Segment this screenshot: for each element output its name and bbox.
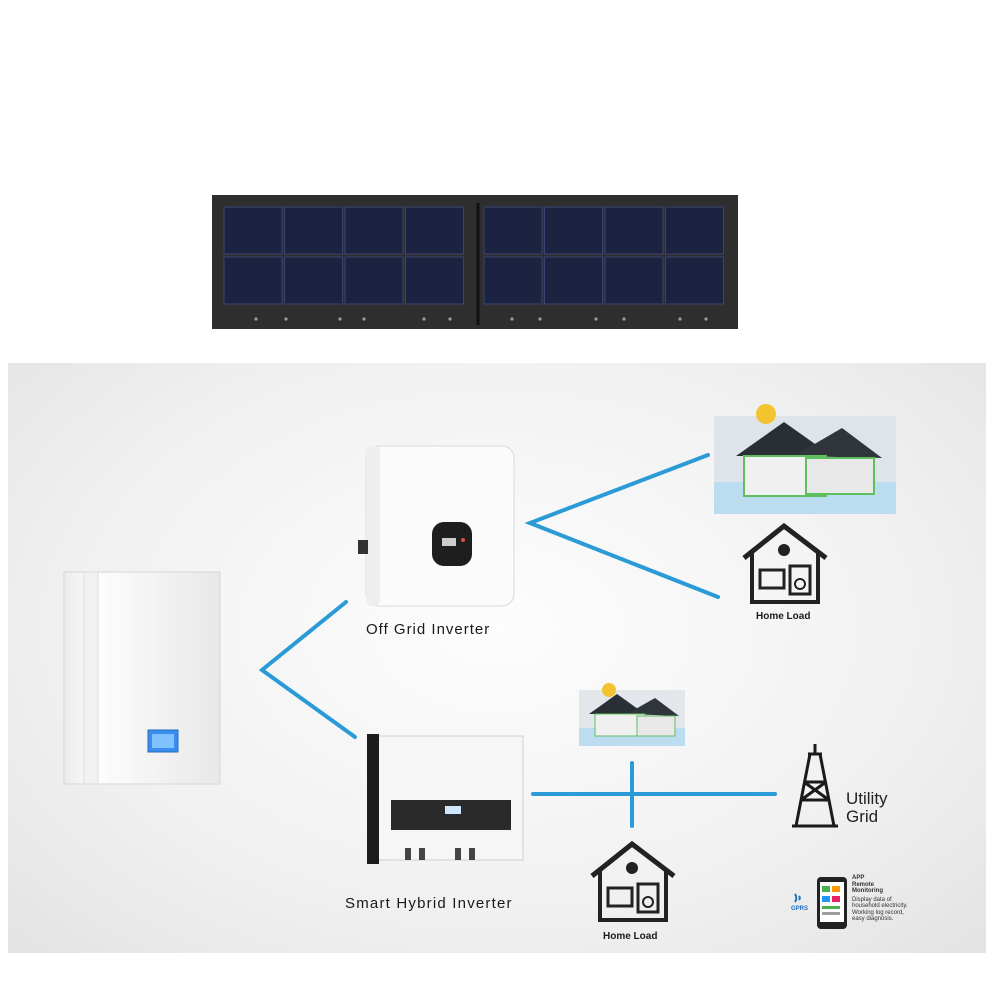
app-title-line2: Remote [852, 881, 875, 888]
off-grid-inverter-icon [358, 445, 515, 607]
battery-icon [63, 571, 221, 785]
panel-mount-dot [594, 317, 598, 321]
solar-cell [483, 256, 543, 305]
utility-label-line1: Utility [846, 789, 888, 808]
solar-cell [405, 256, 464, 305]
panel-mount-dot [622, 317, 626, 321]
solar-cell [223, 256, 283, 305]
panel-mount-dot [254, 317, 258, 321]
off-grid-inverter-label: Off Grid Inverter [366, 621, 491, 638]
app-title-line1: APP [852, 875, 865, 881]
home-load-label-bottom: Home Load [603, 931, 658, 942]
hybrid-inverter-icon [367, 734, 524, 864]
offgrid-to-loads-line [524, 453, 720, 599]
panel-mount-dot [284, 317, 288, 321]
battery-to-inverters-line [258, 600, 357, 739]
solar-cell [483, 206, 543, 255]
panel-mount-dot [448, 317, 452, 321]
home-load-label-top: Home Load [756, 611, 811, 622]
panel-mount-dot [704, 317, 708, 321]
home-load-icon [742, 522, 828, 604]
app-title-line3: Monitoring [852, 888, 883, 894]
solar-cell [665, 256, 724, 305]
smart-hybrid-inverter-label: Smart Hybrid Inverter [345, 895, 513, 912]
solar-cell [544, 206, 603, 255]
utility-label-line2: Grid [846, 807, 879, 826]
gprs-label: GPRS [791, 906, 809, 912]
panel-mount-dot [538, 317, 542, 321]
panel-mount-dot [510, 317, 514, 321]
sun-icon [756, 404, 776, 424]
wifi-icon [794, 893, 801, 903]
solar-cell [544, 256, 603, 305]
solar-cell [344, 256, 404, 305]
sun-icon [602, 683, 616, 697]
app-title: APP Remote Monitoring [852, 875, 912, 895]
solar-cell [284, 256, 343, 305]
panel-mount-dot [338, 317, 342, 321]
solar-cell [344, 206, 404, 255]
solar-cell [604, 206, 664, 255]
transmission-tower-icon [792, 744, 838, 828]
panel-mount-dot [422, 317, 426, 321]
panel-mount-dot [678, 317, 682, 321]
house-icon-small [579, 683, 685, 746]
house-icon [714, 404, 896, 514]
solar-cell [665, 206, 724, 255]
app-monitoring-text: APP Remote Monitoring Display data of ho… [852, 875, 912, 923]
solar-cell [405, 206, 464, 255]
phone-app-icon [817, 877, 847, 929]
app-description: Display data of household electricity. W… [852, 896, 908, 923]
solar-cell [604, 256, 664, 305]
solar-cell [284, 206, 343, 255]
solar-panel-icon [212, 195, 738, 329]
solar-cell [223, 206, 283, 255]
utility-grid-label: Utility Grid [846, 790, 888, 826]
panel-mount-dot [362, 317, 366, 321]
home-load-icon-bottom [590, 840, 676, 922]
